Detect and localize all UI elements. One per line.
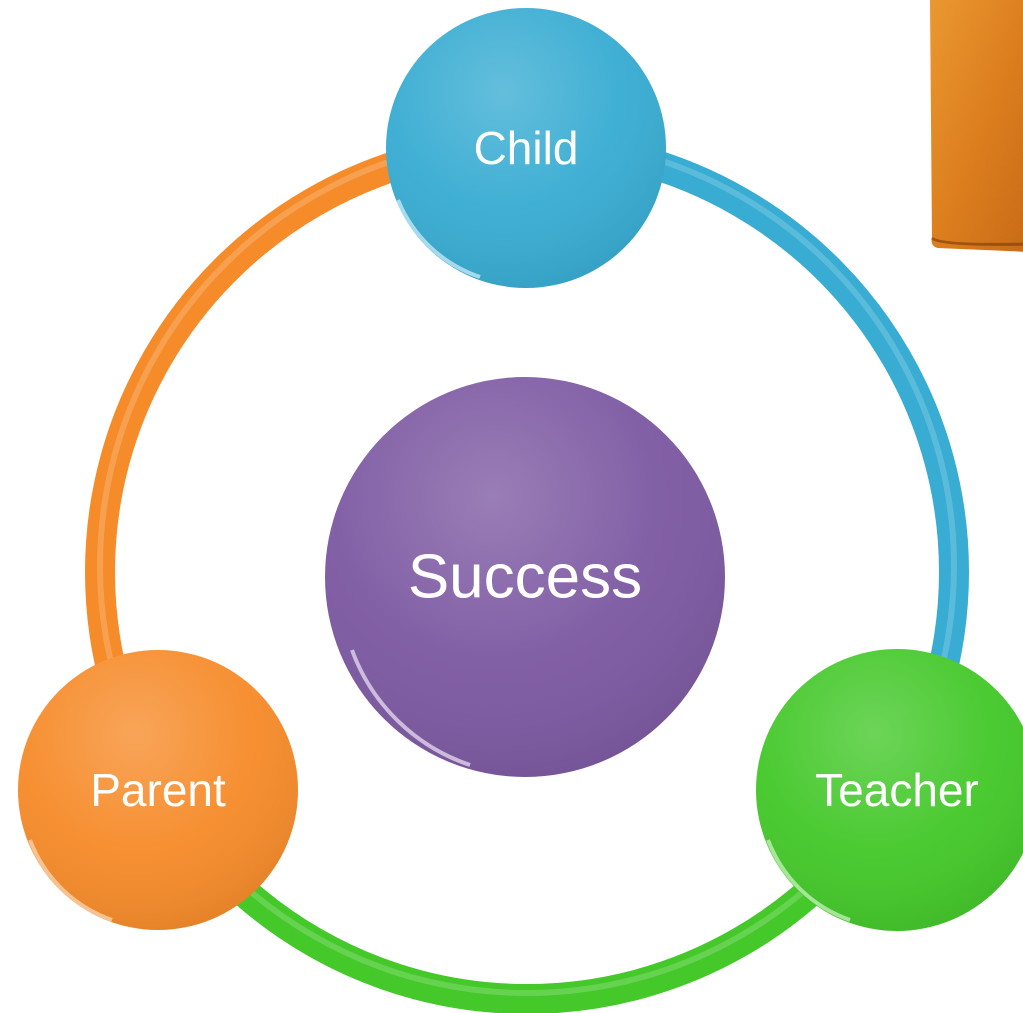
center-node-success: Success (325, 377, 725, 777)
node-teacher: Teacher (756, 649, 1023, 931)
node-teacher-highlight (766, 839, 851, 922)
node-teacher-gloss (756, 649, 1023, 931)
node-teacher-label: Teacher (815, 764, 979, 816)
node-child-gloss (386, 8, 666, 288)
node-parent-highlight (28, 839, 113, 922)
center-circle-gloss (325, 377, 725, 777)
photo-fragment-image (930, 0, 1023, 252)
node-child-highlight (396, 199, 481, 279)
node-parent-gloss (18, 650, 298, 930)
center-label: Success (408, 543, 642, 612)
node-parent: Parent (18, 650, 298, 930)
center-highlight (350, 649, 471, 767)
node-child-label: Child (474, 122, 579, 174)
node-parent-label: Parent (90, 764, 226, 816)
photo-fragment (930, 0, 1023, 252)
node-child: Child (386, 8, 666, 288)
